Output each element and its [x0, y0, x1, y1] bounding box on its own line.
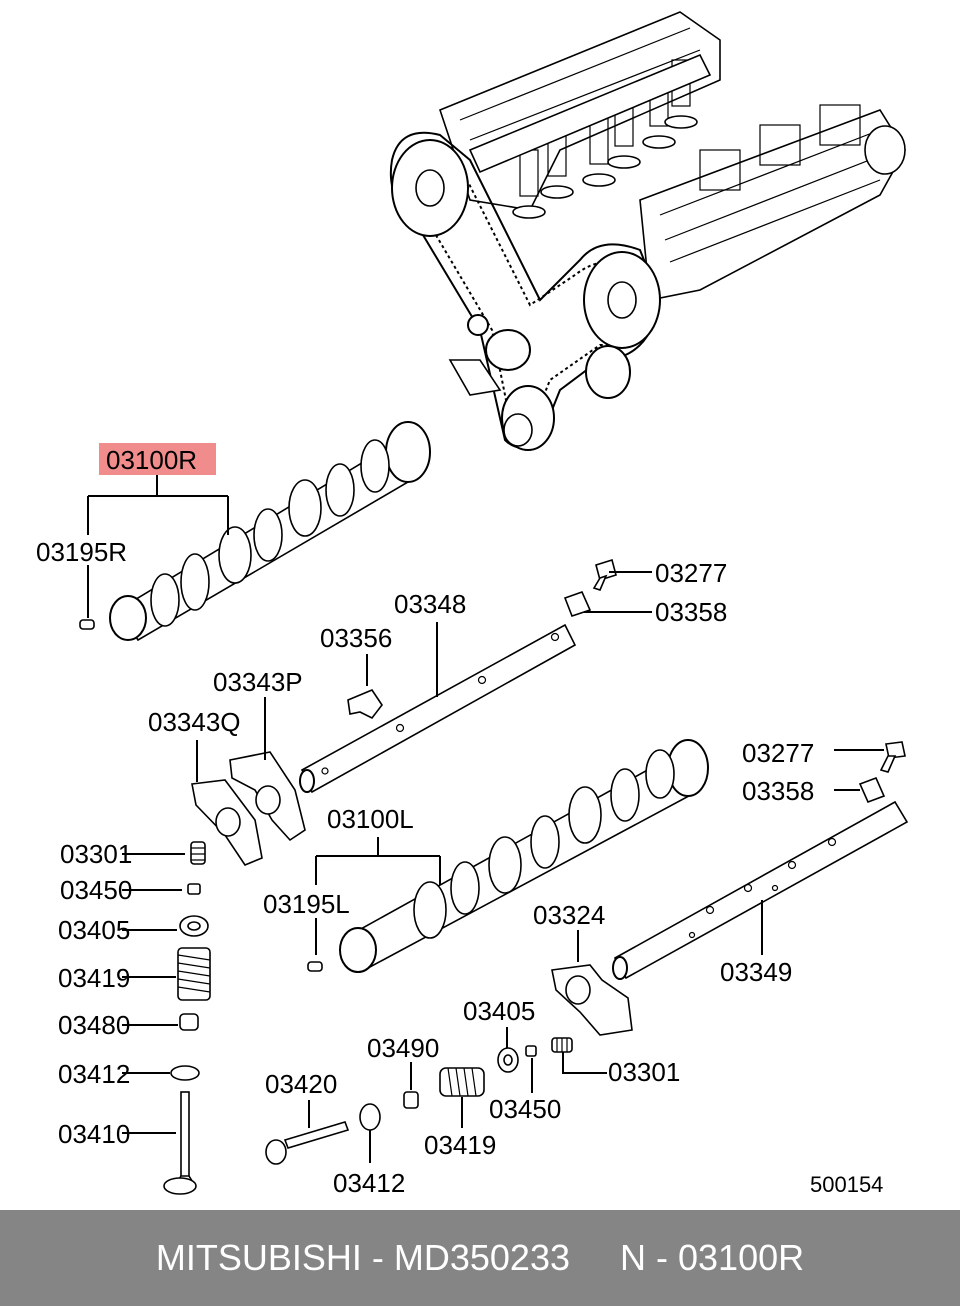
label-clip[interactable]: 03356 — [320, 623, 392, 653]
leader-lines — [87, 474, 884, 1163]
label-retainer-bottom[interactable]: 03405 — [463, 996, 535, 1026]
label-washer-top[interactable]: 03358 — [655, 597, 727, 627]
label-cam-l[interactable]: 03100L — [327, 804, 414, 834]
adjuster-right-illustration — [551, 1037, 573, 1053]
seal-left-illustration — [179, 1013, 199, 1031]
bolt-right-illustration — [879, 741, 906, 773]
retainer-left-illustration — [179, 915, 209, 937]
engine-assembly-illustration — [389, 11, 906, 451]
label-seal-left[interactable]: 03480 — [58, 1010, 130, 1040]
label-valve-bottom[interactable]: 03420 — [265, 1069, 337, 1099]
rocker-arm-right-illustration — [551, 964, 633, 1036]
part-labels: 03100R 03195R 03277 03358 03348 03356 03… — [36, 445, 883, 1198]
camshaft-l-illustration — [339, 739, 709, 973]
seal-bottom-illustration — [403, 1091, 419, 1109]
label-pin-r[interactable]: 03195R — [36, 537, 127, 567]
clip-illustration — [347, 689, 383, 720]
rocker-shaft-lower-illustration — [612, 800, 909, 980]
label-retainer-left[interactable]: 03405 — [58, 915, 130, 945]
washer-right-illustration — [858, 776, 886, 804]
seat-bottom-illustration — [359, 1103, 381, 1131]
label-seat-bottom[interactable]: 03412 — [333, 1168, 405, 1198]
valve-bottom-illustration — [265, 1121, 350, 1165]
label-seal-bottom[interactable]: 03490 — [367, 1033, 439, 1063]
seat-left-illustration — [170, 1065, 200, 1081]
rocker-arm-q-illustration — [191, 779, 263, 866]
label-bolt-top[interactable]: 03277 — [655, 558, 727, 588]
label-rocker-right[interactable]: 03324 — [533, 900, 605, 930]
rocker-arm-p-illustration — [229, 751, 306, 842]
label-shaft-top[interactable]: 03348 — [394, 589, 466, 619]
diagram-number: 500154 — [810, 1172, 883, 1197]
parts-diagram: 03100R 03195R 03277 03358 03348 03356 03… — [36, 11, 909, 1198]
retainer-bottom-illustration — [497, 1047, 519, 1073]
label-rocker-q[interactable]: 03343Q — [148, 707, 241, 737]
pin-l-illustration — [307, 961, 323, 972]
label-spring-left[interactable]: 03419 — [58, 963, 130, 993]
valve-left-illustration — [163, 1091, 197, 1195]
label-adjuster-left[interactable]: 03301 — [60, 839, 132, 869]
label-pin-l[interactable]: 03195L — [263, 889, 350, 919]
pin-r-illustration — [79, 619, 95, 630]
label-key-left[interactable]: 03450 — [60, 875, 132, 905]
bolt-top-illustration — [592, 558, 617, 591]
rocker-shaft-upper-illustration — [299, 623, 577, 794]
key-bottom-illustration — [525, 1045, 537, 1057]
label-valve-left[interactable]: 03410 — [58, 1119, 130, 1149]
label-shaft-right[interactable]: 03349 — [720, 957, 792, 987]
label-bolt-right[interactable]: 03277 — [742, 738, 814, 768]
label-spring-bottom[interactable]: 03419 — [424, 1130, 496, 1160]
label-key-bottom[interactable]: 03450 — [489, 1094, 561, 1124]
label-cam-r[interactable]: 03100R — [106, 445, 197, 475]
label-adjuster-right[interactable]: 03301 — [608, 1057, 680, 1087]
label-rocker-p[interactable]: 03343P — [213, 667, 303, 697]
label-seat-left[interactable]: 03412 — [58, 1059, 130, 1089]
spring-bottom-illustration — [439, 1067, 485, 1097]
label-washer-right[interactable]: 03358 — [742, 776, 814, 806]
key-left-illustration — [187, 883, 201, 895]
camshaft-r-illustration — [109, 421, 431, 642]
spring-left-illustration — [177, 947, 211, 1001]
part-info-footer: MITSUBISHI - MD350233 N - 03100R — [0, 1210, 960, 1306]
selected-part-highlight — [99, 443, 216, 475]
adjuster-left-illustration — [190, 841, 206, 865]
washer-top-illustration — [563, 590, 592, 617]
part-info-text: MITSUBISHI - MD350233 N - 03100R — [155, 1237, 805, 1278]
